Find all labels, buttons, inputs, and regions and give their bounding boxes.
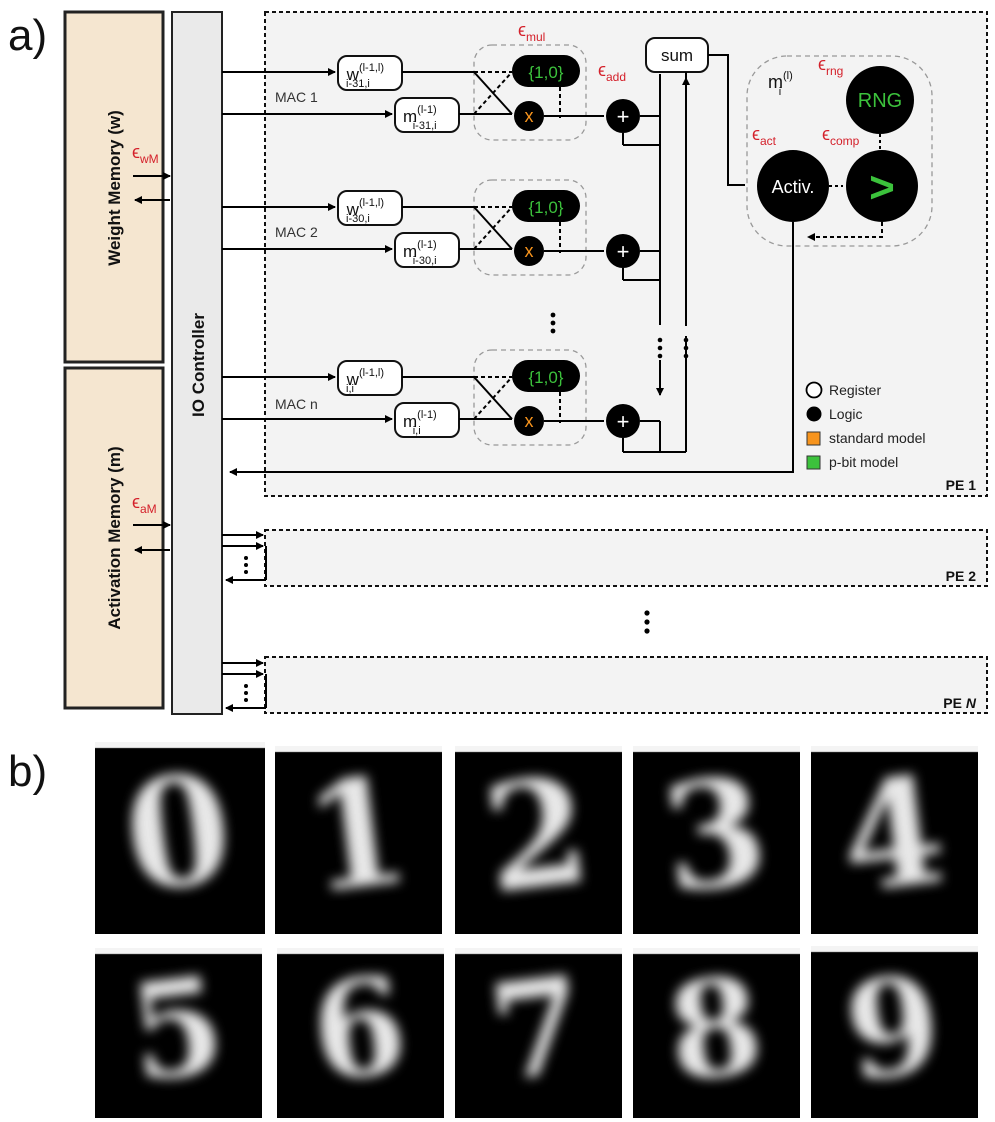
panel-b-label: b) (8, 747, 47, 796)
activation-memory-block (63, 366, 165, 710)
legend: Register Logic standard model p-bit mode… (805, 381, 926, 470)
bus-dots (657, 337, 689, 359)
adder-node-2 (606, 234, 640, 268)
legend-logic-icon (806, 406, 822, 422)
mac-unit-2: MAC 2 w(l-1,l)i-30,i m(l-1)i-30,i {1,0} … (222, 179, 640, 276)
mac-unit-1: MAC 1 w(l-1,l)i-31,i m(l-1)i-31,i {1,0} … (222, 44, 640, 141)
comp-feedback-arrow (807, 222, 883, 241)
pe1-output-arrow (229, 222, 794, 476)
mult-node-n (514, 406, 544, 436)
mul-group-1 (473, 44, 587, 141)
mac2-label: MAC 2 (275, 224, 318, 240)
svg-text:standard model: standard model (829, 430, 926, 446)
svg-text:m(l-1)i,i: m(l-1)i,i (403, 409, 437, 437)
svg-text:w(l-1,l)i-31,i: w(l-1,l)i-31,i (346, 62, 384, 90)
mult-node-2 (514, 236, 544, 266)
adder-node-1 (606, 99, 640, 133)
weight-memory-label: Weight Memory (w) (105, 110, 124, 266)
pe2-label: PE 2 (946, 568, 977, 584)
mult-node-1 (514, 101, 544, 131)
accumulation-bus (622, 72, 687, 453)
comparator-node (846, 150, 918, 222)
pbit-mul-2 (512, 190, 580, 222)
digit-image-4 (811, 746, 978, 934)
svg-text:x: x (525, 411, 534, 431)
svg-text:Logic: Logic (829, 406, 862, 422)
svg-text:w(l-1,l)i,i: w(l-1,l)i,i (346, 367, 384, 395)
mul-group-n (473, 349, 587, 446)
pe-ellipsis-dots (644, 610, 650, 634)
svg-text:sum: sum (661, 46, 693, 65)
sum-to-activ-line (708, 54, 745, 186)
svg-text:Activ.: Activ. (772, 177, 815, 197)
digit-image-1 (275, 746, 442, 934)
svg-text:+: + (617, 409, 630, 434)
svg-text:{1,0}: {1,0} (529, 63, 564, 82)
digit-image-3 (633, 746, 800, 934)
svg-text:{1,0}: {1,0} (529, 368, 564, 387)
adder-node-n (606, 404, 640, 438)
io-controller-label: IO Controller (189, 313, 208, 417)
rng-node (846, 66, 914, 134)
svg-text:p-bit model: p-bit model (829, 454, 898, 470)
error-mul-label: ϵmul (518, 20, 545, 44)
activation-memory-label: Activation Memory (m) (105, 446, 124, 629)
pen-label: PE N (943, 695, 977, 711)
digit-image-0 (95, 742, 265, 934)
svg-text:RNG: RNG (858, 90, 902, 112)
error-act-label: ϵact (752, 124, 777, 148)
pe2-box (264, 529, 988, 587)
pe2-dots (244, 556, 248, 574)
error-comp-label: ϵcomp (822, 124, 860, 148)
digit-image-8 (633, 948, 800, 1118)
pen-dots (244, 684, 248, 702)
digit-image-9 (811, 946, 978, 1118)
mul-group-2 (473, 179, 587, 276)
mi-label: m(l)i (768, 70, 793, 98)
svg-text:m(l-1)i-31,i: m(l-1)i-31,i (403, 104, 437, 132)
activation-node (757, 150, 829, 222)
mac-ellipsis-dots (550, 312, 556, 334)
digit-image-5 (95, 948, 262, 1118)
weight-memory-block (63, 10, 165, 364)
error-add-label: ϵadd (598, 60, 626, 84)
macn-label: MAC n (275, 396, 318, 412)
svg-text:w(l-1,l)i-30,i: w(l-1,l)i-30,i (346, 197, 384, 225)
legend-register-icon (805, 381, 823, 399)
mac1-label: MAC 1 (275, 89, 318, 105)
svg-text:x: x (525, 241, 534, 261)
svg-text:Register: Register (829, 382, 881, 398)
legend-standard-icon (806, 431, 821, 446)
panel-a-label: a) (8, 11, 47, 60)
svg-text:x: x (525, 106, 534, 126)
digit-image-7 (455, 948, 622, 1118)
io-controller-block (171, 11, 223, 715)
digit-image-2 (455, 746, 622, 934)
mac-unit-n: MAC n w(l-1,l)i,i m(l-1)i,i {1,0} x + (222, 349, 640, 446)
error-am-label: ϵaM (132, 492, 157, 516)
digit-image-6 (277, 948, 444, 1118)
error-wm-label: ϵwM (132, 142, 159, 166)
pbit-mul-1 (512, 55, 580, 87)
svg-text:{1,0}: {1,0} (529, 198, 564, 217)
pbit-mul-n (512, 360, 580, 392)
svg-text:>: > (869, 163, 895, 212)
pen-box (264, 656, 988, 714)
pe1-label: PE 1 (946, 477, 977, 493)
svg-text:m(l-1)i-30,i: m(l-1)i-30,i (403, 239, 437, 267)
legend-pbit-icon (806, 455, 821, 470)
svg-text:+: + (617, 104, 630, 129)
svg-text:+: + (617, 239, 630, 264)
error-rng-label: ϵrng (818, 54, 843, 78)
